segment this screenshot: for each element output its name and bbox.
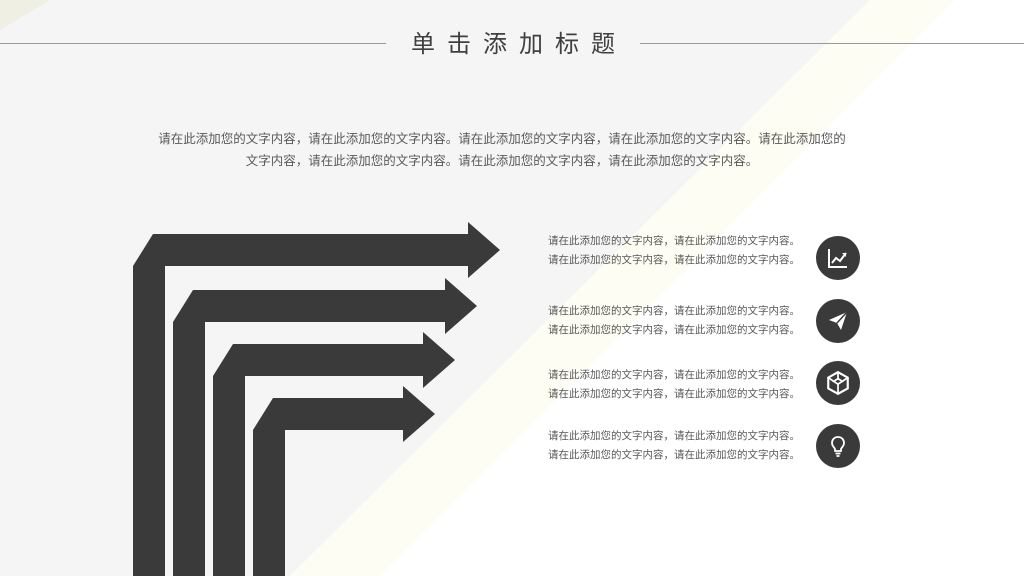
line-chart-icon [816,236,860,280]
title-bar: 单击添加标题 [0,22,1024,66]
item-text-line: 请在此添加您的文字内容，请在此添加您的文字内容。 [548,449,800,461]
item-text-line: 请在此添加您的文字内容，请在此添加您的文字内容。 [548,388,800,400]
bent-arrow-1 [133,222,500,576]
background-cream-band [290,0,955,576]
intro-line: 请在此添加您的文字内容，请在此添加您的文字内容。请在此添加您的文字内容，请在此添… [158,131,846,146]
background-corner-accent [0,0,50,30]
bent-arrow-3 [213,332,455,576]
list-item: 请在此添加您的文字内容，请在此添加您的文字内容。 请在此添加您的文字内容，请在此… [520,232,920,282]
lightbulb-icon [816,424,860,468]
title-divider-left [0,43,386,44]
item-text-line: 请在此添加您的文字内容，请在此添加您的文字内容。 [548,430,800,442]
item-text[interactable]: 请在此添加您的文字内容，请在此添加您的文字内容。 请在此添加您的文字内容，请在此… [520,366,800,404]
item-text-line: 请在此添加您的文字内容，请在此添加您的文字内容。 [548,324,800,336]
paper-plane-icon [816,299,860,343]
title-divider-right [640,43,1024,44]
item-text[interactable]: 请在此添加您的文字内容，请在此添加您的文字内容。 请在此添加您的文字内容，请在此… [520,232,800,270]
list-item: 请在此添加您的文字内容，请在此添加您的文字内容。 请在此添加您的文字内容，请在此… [520,424,920,477]
item-text-line: 请在此添加您的文字内容，请在此添加您的文字内容。 [548,254,800,266]
item-text[interactable]: 请在此添加您的文字内容，请在此添加您的文字内容。 请在此添加您的文字内容，请在此… [520,302,800,340]
bent-arrow-2 [173,278,477,576]
item-text-line: 请在此添加您的文字内容，请在此添加您的文字内容。 [548,235,800,247]
cube-icon [816,361,860,405]
item-text[interactable]: 请在此添加您的文字内容，请在此添加您的文字内容。 请在此添加您的文字内容，请在此… [520,427,800,465]
intro-line: 文字内容，请在此添加您的文字内容。请在此添加您的文字内容，请在此添加您的文字内容… [245,153,759,168]
bent-arrow-4 [253,386,435,576]
list-item: 请在此添加您的文字内容，请在此添加您的文字内容。 请在此添加您的文字内容，请在此… [520,361,920,416]
intro-paragraph[interactable]: 请在此添加您的文字内容，请在此添加您的文字内容。请在此添加您的文字内容，请在此添… [140,128,864,172]
page-title[interactable]: 单击添加标题 [411,30,627,58]
item-text-line: 请在此添加您的文字内容，请在此添加您的文字内容。 [548,369,800,381]
list-item: 请在此添加您的文字内容，请在此添加您的文字内容。 请在此添加您的文字内容，请在此… [520,299,920,352]
item-text-line: 请在此添加您的文字内容，请在此添加您的文字内容。 [548,305,800,317]
